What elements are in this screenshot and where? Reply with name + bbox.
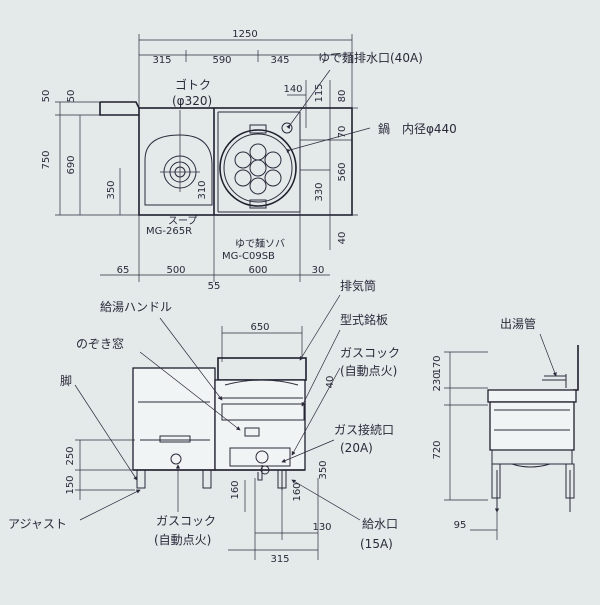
label-water-inlet: 給水口 bbox=[362, 517, 398, 531]
dim-330: 330 bbox=[314, 182, 325, 201]
dim-70: 70 bbox=[337, 126, 348, 139]
label-model-noodle: MG-C09SB bbox=[222, 251, 275, 262]
label-auto-ignition-bottom: (自動点火) bbox=[154, 533, 211, 547]
dim-720: 720 bbox=[432, 440, 443, 459]
label-peep-window: のぞき窓 bbox=[76, 336, 124, 351]
label-outlet-pipe: 出湯管 bbox=[500, 316, 536, 331]
label-gas-connection-size: (20A) bbox=[340, 441, 373, 455]
label-drain: ゆで麺排水口(40A) bbox=[318, 51, 423, 65]
label-water-inlet-size: (15A) bbox=[360, 537, 393, 551]
dim-130: 130 bbox=[312, 522, 331, 533]
dim-350-front: 350 bbox=[318, 460, 329, 479]
dim-310: 310 bbox=[197, 180, 208, 199]
dim-170: 170 bbox=[432, 355, 443, 374]
dim-160-right: 160 bbox=[292, 482, 303, 501]
side-view: 170 230 720 出湯管 95 bbox=[432, 316, 579, 540]
label-auto-ignition-right: (自動点火) bbox=[340, 364, 397, 378]
dim-115: 115 bbox=[314, 83, 325, 102]
dim-750: 750 bbox=[41, 150, 52, 169]
dim-160-left: 160 bbox=[230, 480, 241, 499]
dim-55: 55 bbox=[208, 281, 221, 292]
label-leg: 脚 bbox=[60, 373, 72, 388]
label-gotoku-diameter: (φ320) bbox=[172, 94, 212, 108]
label-gas-cock-right: ガスコック bbox=[340, 346, 400, 360]
dim-690: 690 bbox=[66, 155, 77, 174]
dim-40-right: 40 bbox=[337, 232, 348, 245]
dim-total-width: 1250 bbox=[232, 29, 257, 40]
label-hot-water-handle: 給湯ハンドル bbox=[100, 300, 172, 314]
dim-80: 80 bbox=[337, 90, 348, 103]
label-exhaust: 排気筒 bbox=[340, 278, 376, 293]
dim-230: 230 bbox=[432, 372, 443, 391]
label-model-soup: MG-265R bbox=[146, 226, 192, 237]
label-soup: スープ bbox=[168, 215, 197, 227]
label-adjuster: アジャスト bbox=[8, 517, 67, 531]
dim-345: 345 bbox=[270, 55, 289, 66]
front-view: 650 給湯ハンドル のぞき窓 脚 アジャスト ガスコック (自動点火) bbox=[8, 278, 400, 565]
dim-315: 315 bbox=[152, 55, 171, 66]
dim-65: 65 bbox=[117, 265, 130, 276]
dim-150: 150 bbox=[65, 475, 76, 494]
dim-40-front: 40 bbox=[325, 376, 336, 389]
dim-500: 500 bbox=[166, 265, 185, 276]
label-pot-diameter: 鍋 内径φ440 bbox=[378, 121, 457, 136]
dim-30: 30 bbox=[312, 265, 325, 276]
label-gas-cock-bottom: ガスコック bbox=[156, 514, 216, 528]
dim-560: 560 bbox=[337, 162, 348, 181]
label-gas-connection: ガス接続口 bbox=[334, 422, 394, 437]
dim-590: 590 bbox=[212, 55, 231, 66]
dim-50-left: 50 bbox=[41, 90, 52, 103]
dim-95: 95 bbox=[454, 520, 467, 531]
dim-50-inner: 50 bbox=[66, 90, 77, 103]
label-noodle: ゆで麺ソバ bbox=[235, 237, 285, 250]
dim-350-left: 350 bbox=[106, 180, 117, 199]
dim-250: 250 bbox=[65, 446, 76, 465]
dim-600: 600 bbox=[248, 265, 267, 276]
label-gotoku: ゴトク bbox=[175, 77, 211, 92]
top-view: 1250 315 590 345 50 50 750 690 350 310 bbox=[41, 29, 457, 292]
dim-650: 650 bbox=[250, 322, 269, 333]
dim-315-bottom: 315 bbox=[270, 554, 289, 565]
dim-140: 140 bbox=[283, 84, 302, 95]
label-nameplate: 型式銘板 bbox=[340, 312, 388, 327]
